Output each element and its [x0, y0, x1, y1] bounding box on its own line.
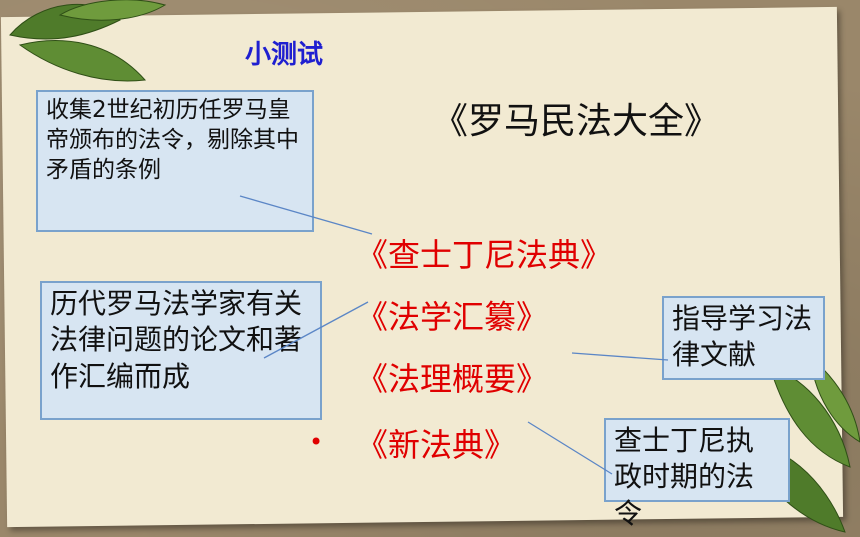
connector-box4-to-novels: [527, 421, 613, 475]
description-box-code: 收集2世纪初历任罗马皇帝颁布的法令，剔除其中矛盾的条例: [36, 90, 314, 232]
connector-box2-to-digest: [263, 301, 369, 359]
description-box-digest: 历代罗马法学家有关法律问题的论文和著作汇编而成: [40, 281, 322, 420]
bullet-point: •: [309, 428, 324, 456]
institutes: 《法理概要》: [356, 360, 549, 398]
main-heading: 《罗马民法大全》: [432, 101, 721, 142]
digest: 《法学汇纂》: [356, 298, 549, 336]
connector-box3-to-institutes: [571, 352, 669, 361]
code-of-justinian: 《查士丁尼法典》: [356, 236, 613, 274]
description-box-novels: 查士丁尼执政时期的法令: [604, 418, 790, 530]
leaf-decoration-top-left: [9, 0, 167, 82]
quiz-title: 小测试: [245, 40, 324, 70]
novels: 《新法典》: [356, 426, 517, 464]
description-box-institutes: 指导学习法律文献: [662, 296, 825, 380]
connector-box1-to-code: [239, 195, 373, 235]
